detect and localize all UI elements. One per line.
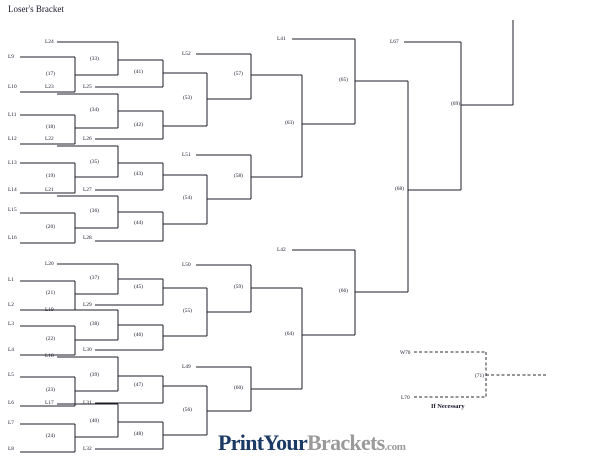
seed-label-L42: L42 bbox=[277, 247, 286, 253]
seed-label-L52: L52 bbox=[182, 51, 191, 57]
seed-label-L14: L14 bbox=[8, 187, 17, 193]
seed-label-L20: L20 bbox=[45, 261, 54, 267]
seed-label-L19: L19 bbox=[45, 307, 54, 313]
game-label-43: (43) bbox=[134, 170, 143, 177]
if-necessary-note: If Necessary bbox=[431, 403, 465, 410]
seed-label-L41: L41 bbox=[277, 36, 286, 42]
seed-label-L32: L32 bbox=[83, 446, 92, 452]
game-label-69: (69) bbox=[451, 100, 460, 107]
game-label-36: (36) bbox=[90, 207, 99, 214]
game-label-41: (41) bbox=[134, 68, 143, 75]
seed-label-L4: L4 bbox=[8, 347, 14, 353]
game-label-55: (55) bbox=[183, 307, 192, 314]
seed-label-L25: L25 bbox=[83, 84, 92, 90]
game-label-65: (65) bbox=[339, 76, 348, 83]
seed-label-L16: L16 bbox=[8, 235, 17, 241]
game-label-53: (53) bbox=[183, 94, 192, 101]
page-title: Loser's Bracket bbox=[8, 4, 64, 14]
if-necessary-top-label: W70 bbox=[400, 350, 411, 356]
seed-label-L18: L18 bbox=[45, 353, 54, 359]
if-necessary-bottom-label: L70 bbox=[401, 395, 410, 401]
game-label-48: (48) bbox=[134, 430, 143, 437]
logo-part-printyour: PrintYour bbox=[218, 430, 308, 455]
game-label-34: (34) bbox=[90, 106, 99, 113]
seed-label-L31: L31 bbox=[83, 400, 92, 406]
game-label-33: (33) bbox=[90, 55, 99, 62]
game-label-18: (18) bbox=[46, 123, 55, 130]
seed-label-L5: L5 bbox=[8, 372, 14, 378]
game-label-47: (47) bbox=[134, 381, 143, 388]
seed-label-L8: L8 bbox=[8, 446, 14, 452]
seed-label-L24: L24 bbox=[45, 39, 54, 45]
logo-part-brackets: Brackets bbox=[307, 430, 385, 455]
seed-label-L51: L51 bbox=[182, 152, 191, 158]
game-label-56: (56) bbox=[183, 406, 192, 413]
game-label-17: (17) bbox=[46, 70, 55, 77]
game-label-66: (66) bbox=[339, 287, 348, 294]
seed-label-L15: L15 bbox=[8, 207, 17, 213]
game-label-42: (42) bbox=[134, 121, 143, 128]
seed-label-L29: L29 bbox=[83, 302, 92, 308]
seed-label-L50: L50 bbox=[182, 262, 191, 268]
seed-label-L3: L3 bbox=[8, 321, 14, 327]
seed-label-L6: L6 bbox=[8, 400, 14, 406]
seed-label-L30: L30 bbox=[83, 347, 92, 353]
game-labels: (17) (18) (19) (20) (21) (22) (23) (24) (33) (34)… bbox=[46, 55, 460, 439]
seed-label-L27: L27 bbox=[83, 187, 92, 193]
seed-label-L2: L2 bbox=[8, 302, 14, 308]
seed-label-L23: L23 bbox=[45, 84, 54, 90]
game-label-39: (39) bbox=[90, 371, 99, 378]
seed-label-L13: L13 bbox=[8, 160, 17, 166]
seed-label-L10: L10 bbox=[8, 84, 17, 90]
seed-label-L11: L11 bbox=[8, 112, 17, 118]
game-label-57: (57) bbox=[234, 70, 243, 77]
game-label-68: (68) bbox=[395, 185, 404, 192]
seed-label-L67: L67 bbox=[390, 39, 399, 45]
seed-label-L49: L49 bbox=[182, 364, 191, 370]
game-label-37: (37) bbox=[90, 274, 99, 281]
seed-label-L28: L28 bbox=[83, 235, 92, 241]
game-label-59: (59) bbox=[234, 283, 243, 290]
game-label-40: (40) bbox=[90, 417, 99, 424]
game-label-58: (58) bbox=[234, 172, 243, 179]
seed-label-L7: L7 bbox=[8, 420, 14, 426]
game-label-60: (60) bbox=[234, 384, 243, 391]
game-label-38: (38) bbox=[90, 320, 99, 327]
game-label-35: (35) bbox=[90, 158, 99, 165]
seed-label-L9: L9 bbox=[8, 54, 14, 60]
game-label-23: (23) bbox=[46, 386, 55, 393]
if-necessary-bracket bbox=[414, 351, 548, 398]
game-label-45: (45) bbox=[134, 283, 143, 290]
game-label-19: (19) bbox=[46, 172, 55, 179]
game-label-46: (46) bbox=[134, 331, 143, 338]
seed-label-L1: L1 bbox=[8, 277, 14, 283]
logo-part-dotcom: .com bbox=[384, 441, 406, 453]
seed-label-L26: L26 bbox=[83, 136, 92, 142]
game-label-63: (63) bbox=[285, 119, 294, 126]
seed-label-L21: L21 bbox=[45, 187, 54, 193]
seed-label-L12: L12 bbox=[8, 136, 17, 142]
seed-label-L22: L22 bbox=[45, 136, 54, 142]
if-necessary-game-label: (71) bbox=[475, 372, 484, 379]
game-label-24: (24) bbox=[46, 432, 55, 439]
game-label-64: (64) bbox=[285, 330, 294, 337]
game-label-44: (44) bbox=[134, 219, 143, 226]
game-label-22: (22) bbox=[46, 335, 55, 342]
game-label-54: (54) bbox=[183, 194, 192, 201]
seed-label-L17: L17 bbox=[45, 400, 54, 406]
bracket-lines bbox=[20, 20, 514, 453]
game-label-21: (21) bbox=[46, 289, 55, 296]
game-label-20: (20) bbox=[46, 223, 55, 230]
